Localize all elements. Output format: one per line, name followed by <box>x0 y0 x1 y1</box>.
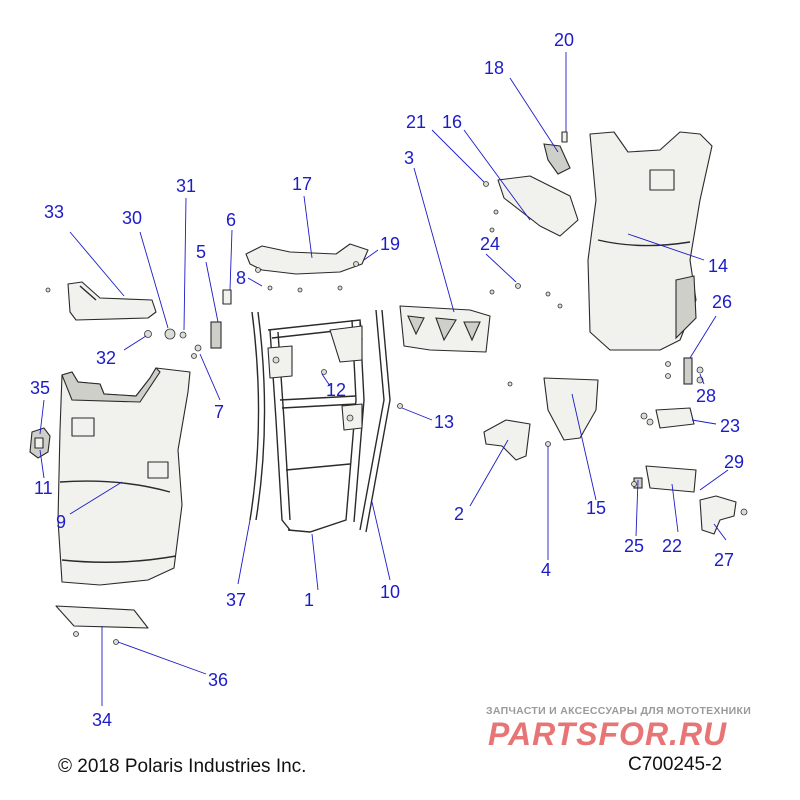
callout-3: 3 <box>404 148 414 168</box>
part-22-long-bracket <box>633 465 697 493</box>
callout-5: 5 <box>196 242 206 262</box>
callout-17: 17 <box>292 174 312 194</box>
part-10-door-seal <box>359 309 391 533</box>
drawing-number: C700245-2 <box>628 754 723 775</box>
callout-16: 16 <box>442 112 462 132</box>
callout-20: 20 <box>554 30 574 50</box>
loose-fasteners <box>45 181 671 645</box>
callout-30: 30 <box>122 208 142 228</box>
callout-15: 15 <box>586 498 606 518</box>
callout-23: 23 <box>720 416 740 436</box>
callout-33: 33 <box>44 202 64 222</box>
callout-22: 22 <box>662 536 682 556</box>
callout-32: 32 <box>96 348 116 368</box>
callout-9: 9 <box>56 512 66 532</box>
part-37-door-seal <box>249 311 266 521</box>
callout-34: 34 <box>92 710 112 730</box>
callout-2: 2 <box>454 504 464 524</box>
part-34-lower-trim <box>55 605 149 629</box>
callout-labels: 1 2 3 4 5 6 7 8 9 10 11 12 13 14 15 16 1… <box>30 30 744 730</box>
watermark-logo: PARTSFOR.RU <box>488 716 728 752</box>
part-9-lower-door-panel <box>57 367 191 586</box>
callout-13: 13 <box>434 412 454 432</box>
part-14-body-panel <box>587 131 713 351</box>
part-15-panel <box>543 377 599 441</box>
leader-lines <box>39 52 729 706</box>
callout-19: 19 <box>380 234 400 254</box>
callout-31: 31 <box>176 176 196 196</box>
callout-10: 10 <box>380 582 400 602</box>
callout-35: 35 <box>30 378 50 398</box>
callout-18: 18 <box>484 58 504 78</box>
part-33-door-pocket <box>67 281 157 321</box>
latch-hardware <box>144 289 232 359</box>
callout-8: 8 <box>236 268 246 288</box>
callout-6: 6 <box>226 210 236 230</box>
callout-24: 24 <box>480 234 500 254</box>
part-16-hinge-bracket <box>497 131 579 237</box>
callout-29: 29 <box>724 452 744 472</box>
part-27-end-bracket <box>699 495 748 535</box>
callout-37: 37 <box>226 590 246 610</box>
callout-21: 21 <box>406 112 426 132</box>
part-1-door-frame <box>267 319 365 533</box>
callout-28: 28 <box>696 386 716 406</box>
callout-11: 11 <box>34 478 53 498</box>
callout-14: 14 <box>708 256 728 276</box>
part-3-latch-plate <box>399 305 491 353</box>
copyright-notice: © 2018 Polaris Industries Inc. <box>58 756 307 777</box>
part-35-handle-bracket <box>29 427 51 459</box>
part-17-upper-trim <box>245 243 369 275</box>
callout-27: 27 <box>714 550 734 570</box>
callout-1: 1 <box>304 590 314 610</box>
callout-26: 26 <box>712 292 732 312</box>
part-23-hinge-plate <box>640 407 695 429</box>
part-2-bracket <box>483 419 531 461</box>
callout-12: 12 <box>326 380 346 400</box>
part-26-hinge <box>683 357 704 385</box>
callout-25: 25 <box>624 536 644 556</box>
callout-7: 7 <box>214 402 224 422</box>
callout-36: 36 <box>208 670 228 690</box>
watermark-tagline: ЗАПЧАСТИ И АКСЕССУАРЫ ДЛЯ МОТОТЕХНИКИ <box>486 705 752 717</box>
callout-4: 4 <box>541 560 551 580</box>
